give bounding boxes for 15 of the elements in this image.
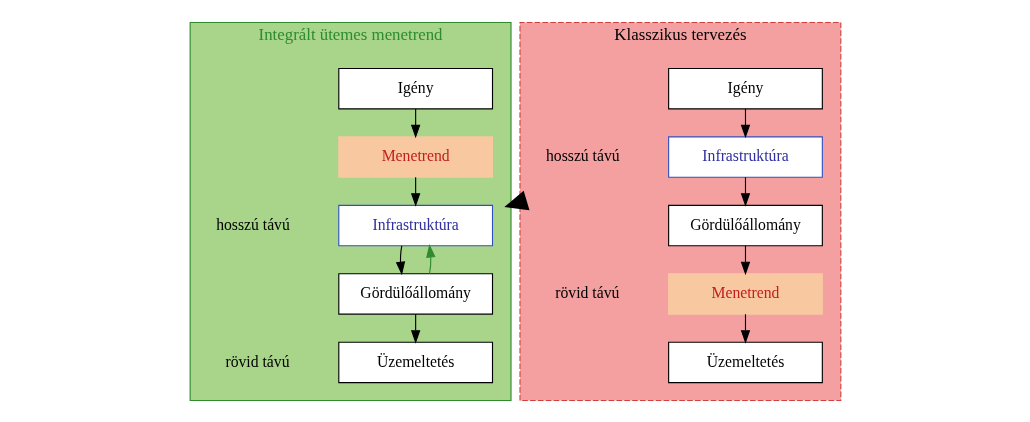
node-box: Gördülőállomány xyxy=(337,272,493,315)
label: hosszú távú xyxy=(545,146,620,164)
node-box: Üzemeltetés xyxy=(337,341,493,383)
node-box: Infrastruktúra xyxy=(667,135,823,178)
arrow xyxy=(395,244,405,275)
node-box: Igény xyxy=(667,67,823,109)
label: rövid távú xyxy=(554,283,619,301)
label: hosszú távú xyxy=(215,215,290,233)
node-box: Gördülőállomány xyxy=(667,204,823,246)
node-box: Üzemeltetés xyxy=(667,341,823,383)
node-box: Menetrend xyxy=(667,272,823,315)
node-box: Menetrend xyxy=(337,135,493,178)
node-box: Igény xyxy=(337,67,493,109)
node-box: Infrastruktúra xyxy=(337,204,493,246)
label: rövid távú xyxy=(224,352,289,370)
